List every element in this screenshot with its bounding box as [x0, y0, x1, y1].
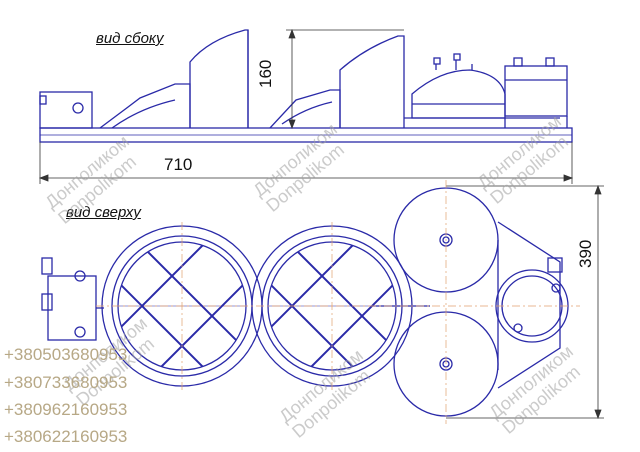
top-bracket: [497, 221, 561, 389]
side-motor-block: [504, 65, 568, 117]
side-cover-1: [189, 29, 249, 128]
length-dimension-label: 710: [164, 155, 193, 174]
phone-number: +380622160953: [4, 427, 128, 446]
phone-number: +380733680953: [4, 373, 128, 392]
side-housing-2: [269, 89, 341, 129]
height-dimension-label: 160: [256, 59, 275, 88]
top-left-box: [47, 275, 97, 341]
side-view: [39, 29, 573, 143]
top-view-label: вид сверху: [66, 204, 141, 221]
phone-number: +380503680953: [4, 345, 128, 364]
side-beacon: [411, 69, 506, 119]
width-dimension-label: 390: [576, 239, 595, 268]
side-housing-1: [99, 83, 191, 129]
side-left-box: [39, 91, 93, 129]
side-cover-2: [339, 35, 405, 128]
phone-number: +380962160953: [4, 400, 128, 419]
side-view-label: вид сбоку: [96, 30, 164, 47]
